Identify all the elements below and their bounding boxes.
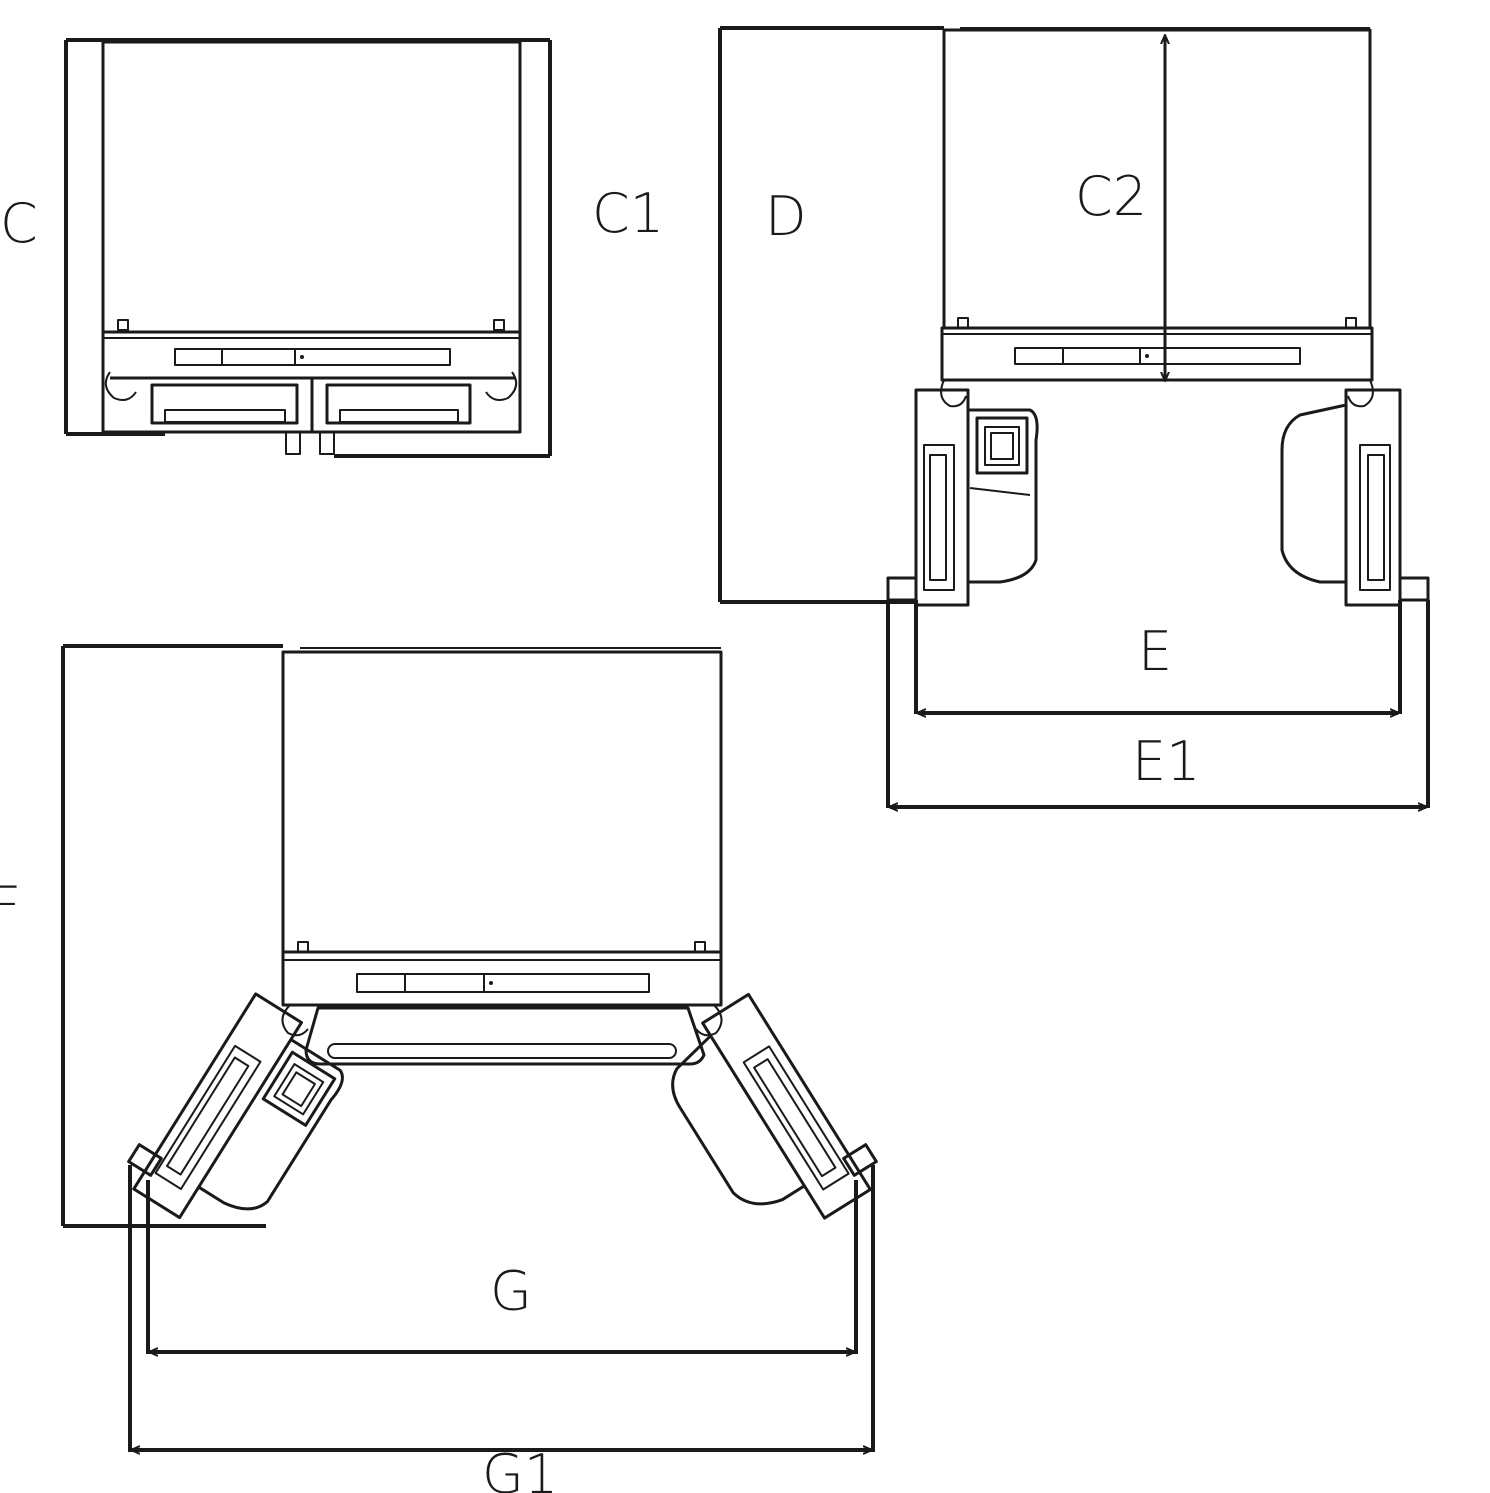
view-doors-open-90: D C2 E E1 [718, 26, 1430, 808]
cabinet-base [101, 330, 522, 434]
left-door-handle [150, 383, 299, 425]
right-door-bin [671, 1034, 806, 1206]
left-door-bin [197, 1038, 344, 1211]
label-e: E [1138, 620, 1172, 683]
right-door-bin [1280, 403, 1347, 584]
cabinet-base [940, 326, 1374, 382]
view-doors-open-full: F G G1 [0, 644, 878, 1493]
control-panel [1014, 347, 1301, 365]
label-c2: C2 [1075, 165, 1147, 228]
control-panel [174, 348, 451, 366]
control-panel [356, 973, 650, 993]
cabinet-body [101, 40, 522, 334]
label-g1: G1 [482, 1443, 558, 1493]
right-door-handle [325, 383, 472, 425]
label-c1: C1 [592, 182, 664, 245]
label-c: C [0, 192, 38, 255]
cabinet-body [942, 28, 1372, 330]
left-door [132, 992, 303, 1220]
cabinet-base [281, 950, 723, 1007]
label-e1: E1 [1132, 730, 1200, 793]
left-door-bin [968, 408, 1039, 584]
label-g: G [490, 1260, 532, 1323]
label-f: F [0, 875, 21, 938]
view-doors-closed: C C1 [0, 38, 664, 458]
right-door [1344, 388, 1402, 607]
label-d: D [765, 185, 807, 248]
right-door [701, 992, 872, 1220]
cabinet-body [281, 650, 723, 954]
